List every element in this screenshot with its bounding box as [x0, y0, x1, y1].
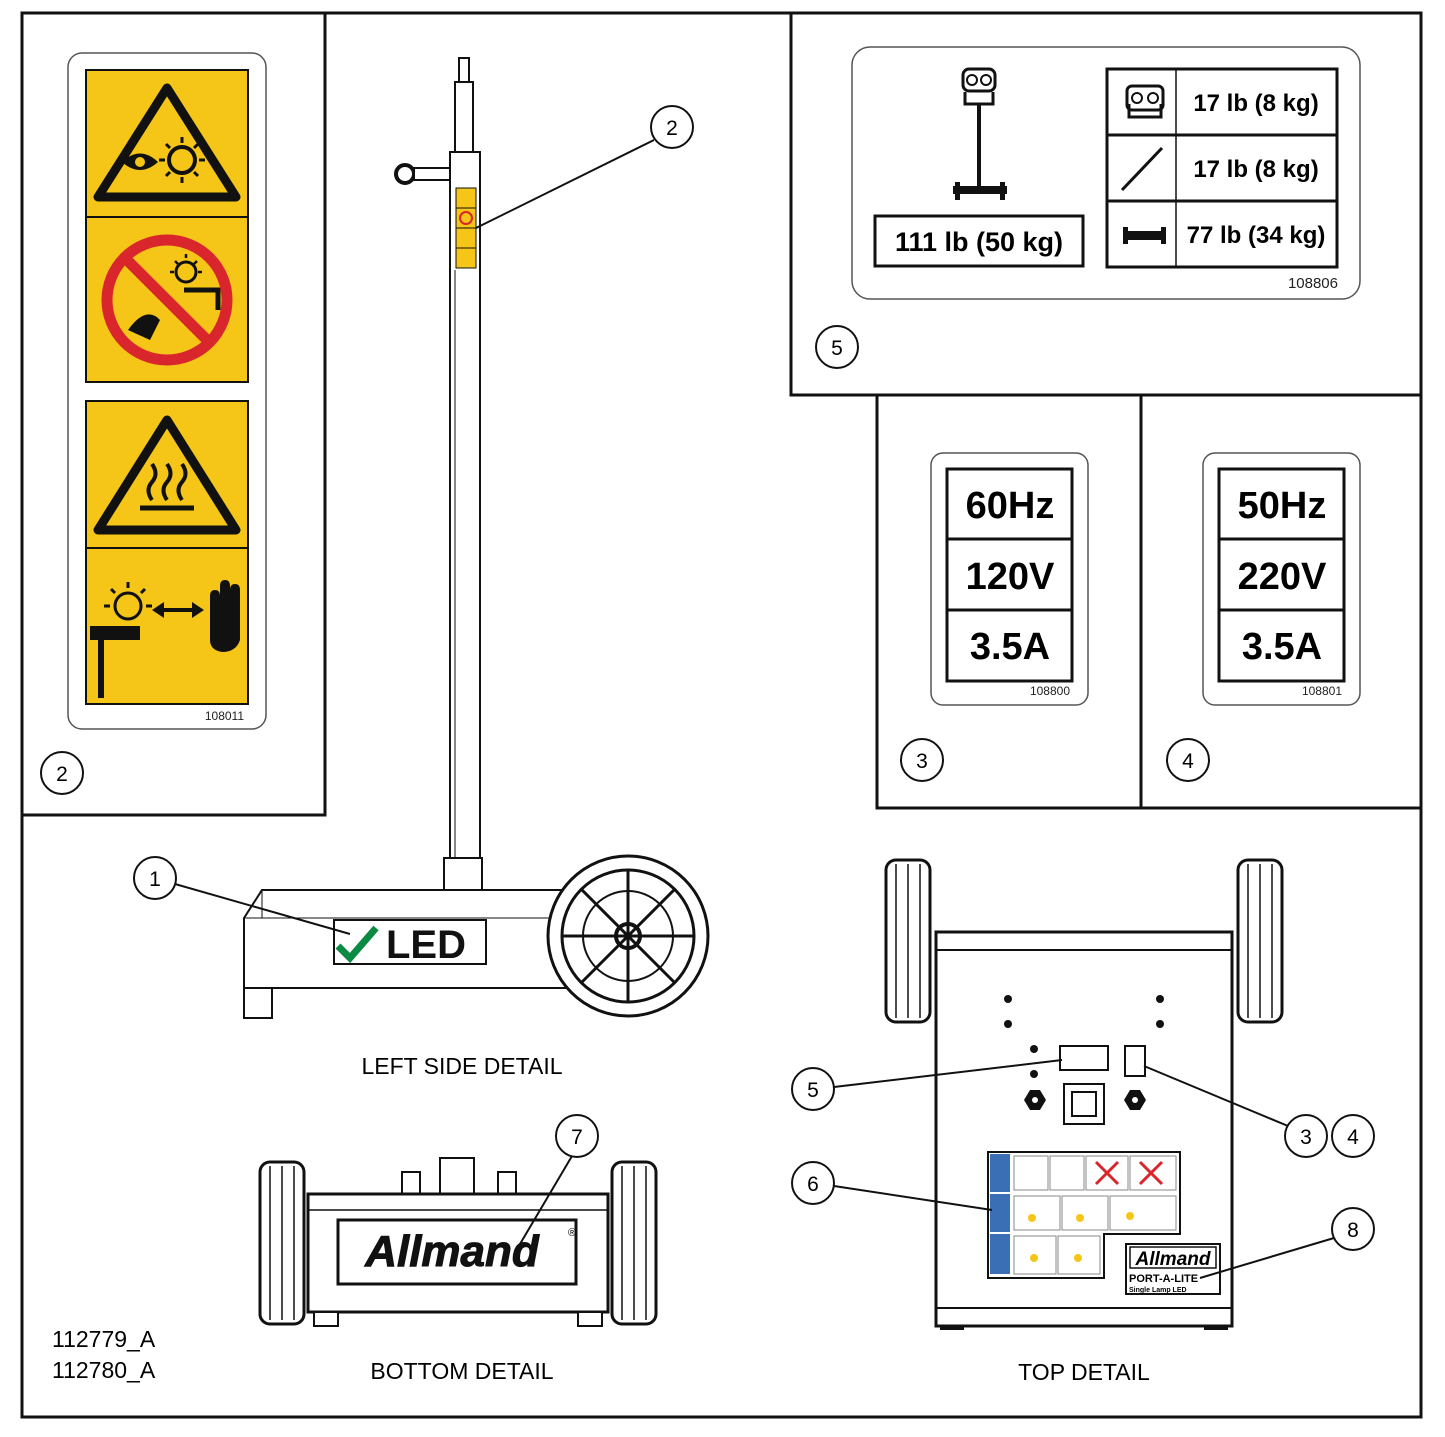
top-view: Allmand PORT-A-LITE Single Lamp LED TOP …	[884, 858, 1284, 1385]
callout-2-panel-label: 2	[56, 763, 68, 786]
decal-60hz-part-number: 108800	[1030, 684, 1070, 698]
hot-surface-warning-icon	[85, 400, 249, 549]
warning-decal: 108011	[67, 52, 267, 730]
weight-decal-location	[1059, 1045, 1109, 1071]
drawing-number-1: 112779_A	[52, 1326, 156, 1352]
top-product-name: PORT-A-LITE	[1129, 1273, 1198, 1285]
callout-2-left-side-label: 2	[666, 117, 678, 140]
current-60hz: 3.5A	[970, 626, 1050, 668]
callout-5-panel-label: 5	[831, 337, 843, 360]
light-tower-icon	[953, 67, 1007, 200]
electrical-decal-location	[1124, 1045, 1146, 1077]
callout-7-label: 7	[571, 1126, 583, 1149]
mast-icon	[1120, 146, 1164, 192]
callout-8-top-label: 8	[1347, 1219, 1359, 1242]
callout-6-top	[791, 1161, 835, 1205]
weight-row-lamp-head: 17 lb (8 kg)	[1193, 90, 1318, 117]
callout-2-panel	[40, 751, 84, 795]
callout-3-panel	[900, 738, 944, 782]
callout-2-left-side	[650, 105, 694, 149]
weight-decal: 111 lb (50 kg) 17 lb (8 kg) 17 lb (8 kg)…	[851, 46, 1361, 300]
callout-1-label: 1	[149, 868, 161, 891]
callout-5-top-label: 5	[807, 1079, 819, 1102]
callout-6-top-label: 6	[807, 1173, 819, 1196]
callout-5-top	[791, 1067, 835, 1111]
callout-3-panel-label: 3	[916, 750, 928, 773]
callout-1	[133, 856, 177, 900]
product-decal: Allmand PORT-A-LITE Single Lamp LED	[1125, 1243, 1221, 1295]
frequency-60hz: 60Hz	[966, 485, 1055, 527]
drawing-number-2: 112780_A	[52, 1357, 156, 1383]
left-side-view: LED LEFT SIDE DETAIL	[243, 57, 710, 1079]
lamp-head-icon	[1125, 84, 1165, 119]
callout-4-panel-label: 4	[1182, 750, 1194, 773]
registered-mark: ®	[568, 1227, 576, 1239]
electrical-decal-50hz: 50Hz 220V 3.5A 108801	[1202, 452, 1361, 706]
instruction-decal	[987, 1151, 1181, 1279]
wheel-icon	[546, 854, 710, 1018]
bottom-caption: BOTTOM DETAIL	[370, 1358, 553, 1384]
callout-4-panel	[1166, 738, 1210, 782]
callout-4-top-label: 4	[1347, 1126, 1359, 1149]
callout-5-panel	[815, 325, 859, 369]
electrical-decal-60hz: 60Hz 120V 3.5A 108800	[930, 452, 1089, 706]
weight-row-base: 77 lb (34 kg)	[1187, 222, 1326, 249]
led-badge-text: LED	[386, 923, 466, 967]
current-50hz: 3.5A	[1242, 626, 1322, 668]
callout-8-top	[1331, 1207, 1375, 1251]
callout-3-top-label: 3	[1300, 1126, 1312, 1149]
bottom-brand-logo: Allmand	[364, 1227, 540, 1276]
check-icon	[335, 925, 379, 964]
voltage-120v: 120V	[966, 556, 1055, 598]
weight-decal-part-number: 108806	[1288, 275, 1338, 292]
frequency-50hz: 50Hz	[1238, 485, 1327, 527]
callout-7	[555, 1114, 599, 1158]
top-caption: TOP DETAIL	[1018, 1359, 1150, 1385]
warning-decal-part-number: 108011	[205, 709, 244, 723]
voltage-220v: 220V	[1238, 556, 1327, 598]
bottom-view: Allmand ® BOTTOM DETAIL	[258, 1157, 658, 1384]
base-icon	[1123, 227, 1166, 244]
callout-3-top	[1284, 1114, 1328, 1158]
left-side-caption: LEFT SIDE DETAIL	[361, 1053, 562, 1079]
panel-warning-decal	[20, 11, 327, 817]
callout-4-top	[1331, 1114, 1375, 1158]
top-product-subname: Single Lamp LED	[1129, 1287, 1187, 1294]
weight-row-mast: 17 lb (8 kg)	[1193, 156, 1318, 183]
decal-50hz-part-number: 108801	[1302, 684, 1342, 698]
top-brand-logo: Allmand	[1135, 1249, 1211, 1270]
weight-total: 111 lb (50 kg)	[895, 227, 1063, 257]
panel-electrical-50hz	[1139, 393, 1423, 810]
